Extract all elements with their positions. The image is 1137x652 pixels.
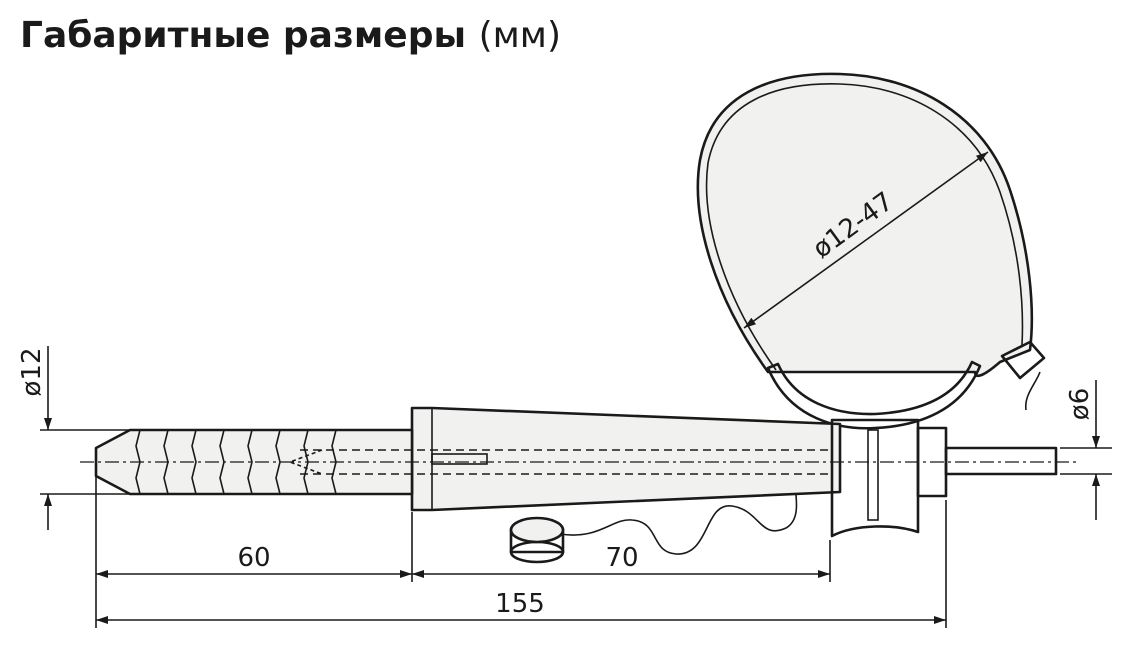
clamp-sleeve [830,418,948,538]
title-unit: (мм) [478,15,561,56]
spacer-body [410,406,842,512]
label-spacer-length: 70 [605,543,638,573]
dimension-lines [40,346,1112,628]
title-main: Габаритные размеры [20,15,467,56]
cap-with-cord [509,493,798,564]
label-dowel-diameter: ø12 [17,348,47,397]
page-title: Габаритные размеры (мм) [20,14,561,58]
label-total-length: 155 [495,589,545,619]
pin-rod [944,446,1058,476]
clamp-loop [696,72,1046,430]
label-pin-diameter: ø6 [1065,388,1095,420]
label-dowel-length: 60 [237,543,270,573]
